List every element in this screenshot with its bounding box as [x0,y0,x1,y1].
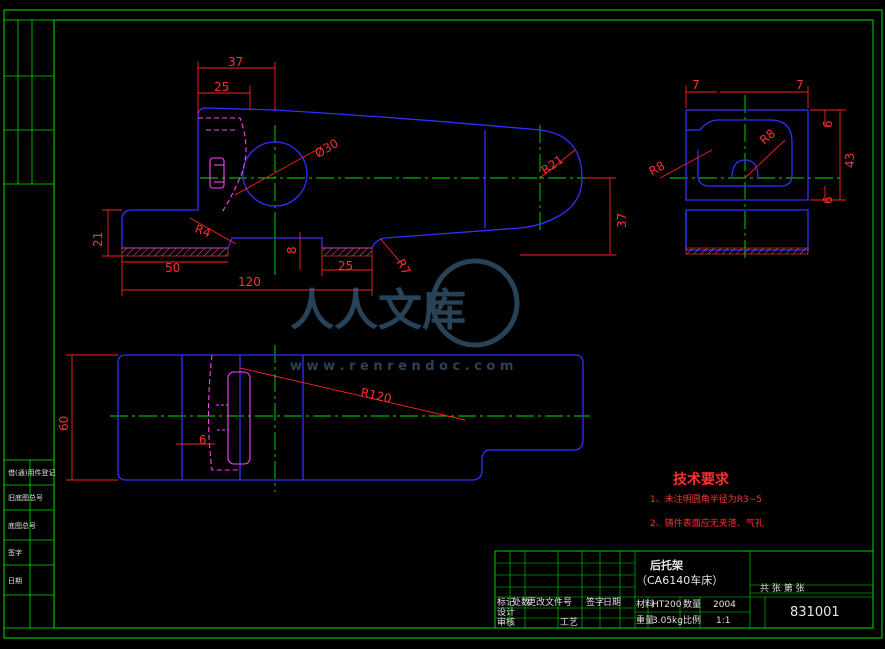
dim-6-top: 6 [821,120,835,128]
count-label: 处数 [512,596,530,608]
weight-label: 重量 [636,614,654,626]
side-label-5: 日期 [8,577,22,585]
dim-r120: R120 [359,385,393,406]
dim-37-right: 37 [615,213,629,228]
tech-heading: 技术要求 [673,471,730,488]
tech-item-1: 1、未注明圆角半径为R3~5 [650,493,762,505]
side-label-4: 签字 [8,548,22,557]
dim-7-right: 7 [796,78,804,92]
dim-25-top: 25 [214,80,229,94]
qty-label: 数量 [683,598,701,610]
dim-r4: R4 [193,222,213,241]
change-doc-label: 更改文件号 [527,596,572,608]
dim-43: 43 [843,153,857,168]
dim-r8-left: R8 [647,158,668,178]
inner-frame [53,19,874,629]
drawing-number: 831001 [790,605,840,620]
watermark-brand: 人人文库 [290,285,466,336]
dim-8: 8 [285,246,299,254]
title-block: 后托架 （CA6140车床） 831001 HT200 3.05kg 2004 … [494,550,874,629]
weight-value: 3.05kg [652,616,683,626]
design-label: 设计 [497,606,515,618]
dim-37-top: 37 [228,55,243,69]
title-block-subtitle: （CA6140车床） [636,573,723,587]
sign-label: 签字 [586,596,604,608]
quantity-value: 2004 [713,600,736,610]
material-label: 材料 [636,598,654,610]
side-label-3: 底图总号 [8,521,36,530]
check-label: 审核 [497,616,515,628]
dim-r21: R21 [539,152,566,177]
dim-7-left: 7 [692,78,700,92]
watermark-url: w w w . r e n r e n d o c . c o m [290,359,513,374]
dim-6-plan: 6 [199,433,207,447]
dim-d30: Ø30 [313,136,341,160]
dim-25-bottom: 25 [338,259,353,273]
tech-requirements: 技术要求 1、未注明圆角半径为R3~5 2、铸件表面应无夹渣、气孔 [650,471,764,529]
dim-6-bottom: 6 [821,196,835,204]
sheet-label: 共 张 第 张 [760,582,805,594]
watermark: 人人文库 w w w . r e n r e n d o c . c o m [290,258,520,374]
process-label: 工艺 [560,617,578,628]
side-label-1: 借(通)用件登记 [8,468,55,477]
dim-50: 50 [165,261,180,275]
scale-label: 比例 [683,614,701,626]
side-label-2: 旧底图总号 [8,493,43,502]
material-value: HT200 [652,600,682,610]
dim-r8-right: R8 [757,126,778,147]
title-block-title: 后托架 [650,558,683,572]
date-label: 日期 [603,597,621,608]
dim-60: 60 [57,416,71,431]
outer-frame [3,9,883,639]
left-margin-table: 借(通)用件登记 旧底图总号 底图总号 签字 日期 [3,19,55,629]
scale-value: 1:1 [716,616,730,626]
plan-view: R120 60 6 [57,345,590,492]
tech-item-2: 2、铸件表面应无夹渣、气孔 [650,517,764,529]
dim-r7: R7 [393,257,413,278]
front-view: 37 25 Ø30 R21 21 R4 8 50 25 R7 120 37 [91,55,629,296]
dim-120: 120 [238,275,261,289]
dim-21: 21 [91,232,105,247]
side-view: 7 7 R8 R8 6 43 6 [647,78,857,260]
mark-label: 标记 [497,596,515,608]
